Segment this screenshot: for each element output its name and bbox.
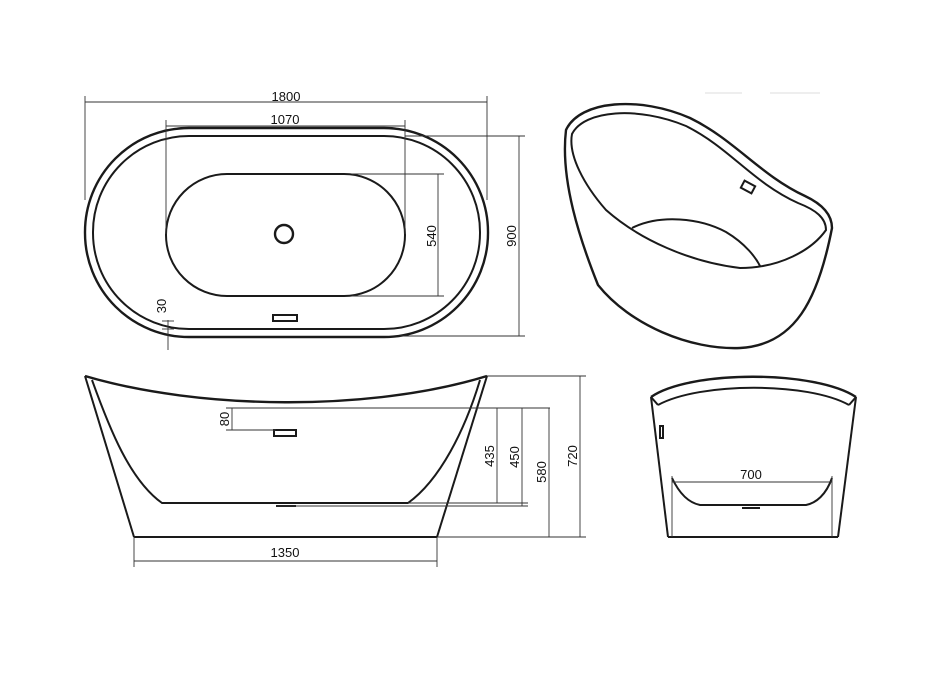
end-view-basin [671,477,833,506]
dim-depth-inner: 450 [507,446,522,468]
end-view-right-wall [837,396,857,538]
end-view-dimensions: 700 [671,467,833,537]
dim-overflow-height: 435 [482,445,497,467]
side-view-dimensions: 80 435 450 580 720 1350 [133,375,586,567]
side-view-rim [84,374,488,404]
dim-overall-width: 900 [504,225,519,247]
overflow-icon [272,314,298,322]
side-view-left-wall [84,375,135,538]
top-view-dimensions: 1800 1070 540 900 30 [84,89,525,350]
perspective-inner-rim [570,112,828,270]
perspective-view [563,92,834,350]
end-view-rim [650,375,857,399]
perspective-outer-shell [563,102,834,350]
side-view [84,374,488,538]
drain-icon [273,223,295,245]
dim-overall-length: 1800 [272,89,301,104]
end-overflow-icon [659,425,664,439]
dim-overall-height: 720 [565,445,580,467]
side-view-basin [91,379,481,504]
dim-inner-length: 1070 [271,112,300,127]
perspective-overflow-icon [739,179,757,195]
dim-basin-width: 540 [424,225,439,247]
dim-base-length: 1350 [271,545,300,560]
perspective-basin-floor [631,218,761,267]
dim-end-base-width: 700 [740,467,762,482]
end-view [650,375,857,538]
top-view-basin [165,173,406,297]
side-overflow-icon [273,429,297,437]
dim-overflow-offset: 80 [217,412,232,426]
dim-rim: 30 [154,299,169,313]
side-view-right-wall [436,375,488,538]
dim-depth-outer: 580 [534,461,549,483]
top-view-inner-rim [92,135,481,330]
end-view-left-wall [650,396,669,538]
top-view [83,126,490,339]
top-view-outer-rim [83,126,490,339]
end-view-inner-rim [657,386,850,406]
